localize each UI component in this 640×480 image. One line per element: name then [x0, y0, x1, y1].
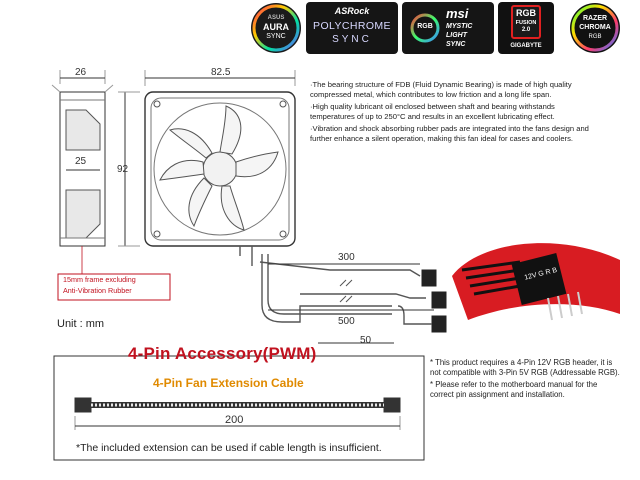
- dim-width: 82.5: [211, 67, 231, 78]
- dim-depth: 26: [75, 67, 87, 78]
- extension-note: *The included extension can be used if c…: [76, 442, 382, 454]
- accessory-title: 4-Pin Accessory(PWM): [128, 344, 317, 363]
- asus-aura-sync-logo: ASUS AURA SYNC: [250, 2, 302, 54]
- asrock-brand-text: ASRock: [334, 6, 370, 16]
- note-motherboard-manual: * Please refer to the motherboard manual…: [430, 380, 598, 399]
- msi-brand-text: msi: [446, 6, 469, 21]
- frame-callout: 15mm frame excluding Anti-Vibration Rubb…: [60, 274, 170, 300]
- aura-sync-text: SYNC: [266, 33, 286, 40]
- gigabyte-version-text: 2.0: [521, 27, 531, 33]
- razer-chroma-logo: RAZER CHROMA RGB: [568, 2, 622, 54]
- dim-height: 92: [117, 164, 129, 175]
- razer-chroma-text: CHROMA: [579, 24, 611, 31]
- cable-connector-3: [431, 315, 447, 333]
- razer-text: RAZER: [582, 15, 608, 22]
- compatibility-notes: * This product requires a 4-Pin 12V RGB …: [430, 358, 620, 400]
- dim-inner: 25: [75, 156, 87, 167]
- feature-notes: ·The bearing structure of FDB (Fluid Dyn…: [310, 80, 590, 144]
- polychrome-text: POLYCHROME: [313, 20, 391, 32]
- msi-mystic-light-logo: RGB msi MYSTIC LIGHT SYNC: [402, 2, 494, 54]
- fusion-badge-frame: [511, 5, 541, 39]
- connector-closeup-illustration: [452, 243, 620, 321]
- msi-mystic-text: MYSTIC: [446, 23, 473, 30]
- note-lubricant: ·High quality lubricant oil enclosed bet…: [310, 102, 555, 121]
- msi-rgb-text: RGB: [417, 23, 433, 30]
- note-vibration: ·Vibration and shock absorbing rubber pa…: [310, 124, 589, 143]
- extension-male-connector: [74, 397, 92, 413]
- gigabyte-rgb-fusion-logo: RGB FUSION 2.0 GIGABYTE: [498, 2, 554, 54]
- msi-light-text: LIGHT: [446, 32, 467, 39]
- msi-rgb-ring-icon: [410, 13, 440, 43]
- note-header-requirement: * This product requires a 4-Pin 12V RGB …: [430, 358, 620, 377]
- callout-frame: [57, 273, 171, 301]
- dim-cable-500: 500: [338, 316, 355, 327]
- gigabyte-fusion-text: FUSION: [515, 20, 537, 26]
- svg-text:ASUS: ASUS: [268, 15, 285, 21]
- msi-sync-text: SYNC: [446, 41, 466, 48]
- gigabyte-rgb-text: RGB: [516, 8, 536, 18]
- fan-front-view: [144, 91, 296, 247]
- dim-extension-200: 200: [225, 414, 244, 426]
- compatibility-logos: ASUS AURA SYNC ASRock POLYCHROME SYNC RG…: [250, 2, 638, 54]
- extension-female-connector: [383, 397, 401, 413]
- unit-label: Unit : mm: [57, 318, 105, 330]
- dim-cable-300: 300: [338, 252, 355, 263]
- gigabyte-brand-text: GIGABYTE: [510, 43, 542, 49]
- cable-connector-2: [431, 291, 447, 309]
- dim-cable-50: 50: [360, 335, 372, 346]
- asrock-sync-text: SYNC: [332, 34, 372, 45]
- callout-line-1: 15mm frame excluding: [63, 275, 136, 284]
- extension-title: 4-Pin Fan Extension Cable: [153, 376, 304, 390]
- razer-rgb-text: RGB: [588, 34, 602, 40]
- aura-text: AURA: [263, 22, 289, 32]
- note-bearing: ·The bearing structure of FDB (Fluid Dyn…: [310, 80, 572, 99]
- callout-line-2: Anti-Vibration Rubber: [63, 286, 132, 295]
- fan-side-view: [59, 91, 106, 247]
- cable-connector-1: [421, 269, 437, 287]
- asrock-polychrome-logo: ASRock POLYCHROME SYNC: [306, 2, 398, 54]
